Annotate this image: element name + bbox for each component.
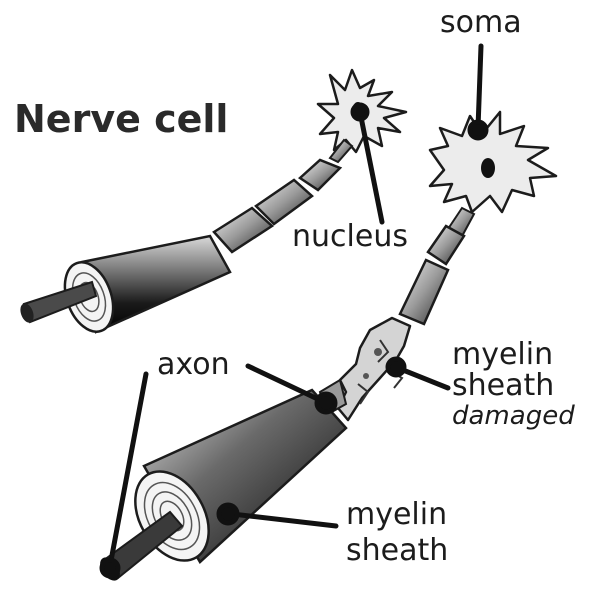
soma-leader xyxy=(478,46,481,128)
lower-nucleus xyxy=(481,158,495,178)
damaged-label-line1: myelin xyxy=(452,340,575,370)
upper-myelin-segment xyxy=(256,180,312,224)
soma-label: soma xyxy=(440,8,522,38)
lower-myelin-segment xyxy=(428,226,464,264)
diagram-title: Nerve cell xyxy=(14,100,228,138)
damaged-label-note: damaged xyxy=(452,403,575,429)
myelin-label-line2: sheath xyxy=(346,536,448,566)
upper-myelin-segment xyxy=(300,160,340,190)
myelin-label-line1: myelin xyxy=(346,500,448,530)
lower-myelin-segment xyxy=(400,260,448,324)
myelin-sheath-label: myelin sheath xyxy=(346,500,448,566)
axon-leader-right xyxy=(248,366,324,402)
damaged-myelin-sheath-label: myelin sheath damaged xyxy=(452,340,575,429)
axon-label: axon xyxy=(157,350,230,380)
damaged-label-line2: sheath xyxy=(452,371,575,401)
nucleus-label: nucleus xyxy=(292,222,408,252)
